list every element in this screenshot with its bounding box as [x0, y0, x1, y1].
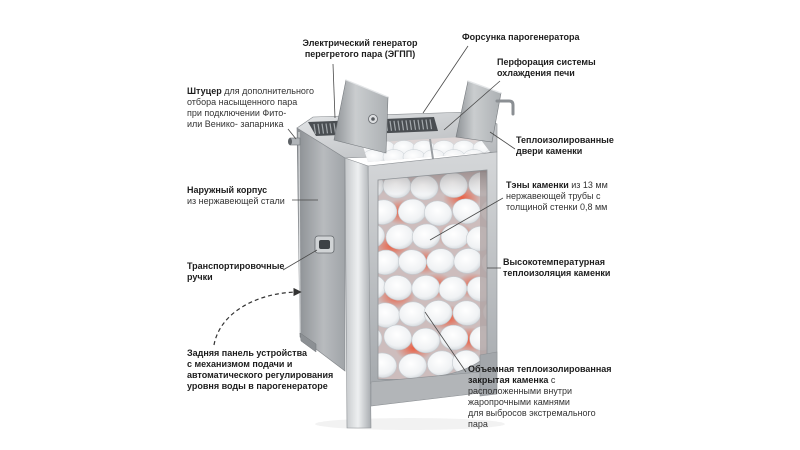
callout-nozzle: Форсунка парогенератора — [462, 32, 580, 43]
front-left-corner-leg — [344, 157, 372, 429]
leader-lines — [213, 45, 516, 373]
callout-doors-title: Теплоизолированные двери каменки — [516, 135, 614, 156]
steam-nozzle — [495, 99, 515, 116]
front-right-leg — [479, 351, 498, 397]
callout-steam-fitting-text: для дополнительного отбора насыщенного п… — [187, 86, 315, 129]
stone — [398, 301, 428, 327]
callout-nozzle-title: Форсунка парогенератора — [462, 32, 580, 42]
stone — [423, 300, 453, 326]
callout-back-panel: Задняя панель устройства с механизмом по… — [187, 348, 333, 392]
callout-heating-elements: Тэны каменки из 13 мм нержавеющей трубы … — [506, 180, 608, 213]
grille-slot — [425, 119, 429, 130]
left-door — [333, 79, 389, 154]
callout-stone-chamber-text: с расположенными внутри жаропрочными кам… — [468, 375, 596, 429]
callout-steam-fitting-title: Штуцер — [187, 86, 222, 96]
right-door-edge — [467, 80, 502, 94]
callout-steam-fitting: Штуцер для дополнительного отбора насыще… — [187, 86, 314, 130]
callout-doors: Теплоизолированные двери каменки — [516, 135, 614, 157]
callout-heating-elements-title: Тэны каменки — [506, 180, 569, 190]
leader-line-stone-chamber — [424, 311, 467, 373]
grille-slot — [401, 120, 405, 131]
callout-handles-title: Транспортировочные ручки — [187, 261, 285, 282]
callout-body-title: Наружный корпус — [187, 185, 268, 195]
side-edge-highlight — [298, 131, 301, 334]
transport-handle — [314, 235, 335, 254]
stone — [411, 223, 441, 249]
left-door-edge — [345, 79, 389, 98]
steam-fitting — [288, 137, 301, 146]
callout-body: Наружный корпус из нержавеющей стали — [187, 185, 285, 207]
leader-line-handles — [282, 249, 318, 271]
callout-steam-generator: Электрический генератор перегретого пара… — [296, 38, 424, 60]
grille-slot — [389, 120, 393, 131]
grille-slot — [397, 120, 401, 131]
leader-line-heating-elements — [429, 197, 504, 241]
callout-perforation: Перфорация системы охлаждения печи — [497, 57, 596, 79]
callout-heating-elements-text: из 13 мм нержавеющей трубы с толщиной ст… — [506, 180, 608, 212]
callout-perforation-title: Перфорация системы охлаждения печи — [497, 57, 596, 78]
grille-slot — [317, 123, 321, 134]
callout-back-panel-title: Задняя панель устройства с механизмом по… — [187, 348, 334, 391]
callout-body-text: из нержавеющей стали — [187, 196, 285, 206]
grille-slot — [405, 120, 409, 131]
callout-insulation: Высокотемпературная теплоизоляция каменк… — [503, 257, 610, 279]
stone-chamber-cutaway — [378, 170, 487, 380]
stone — [411, 327, 441, 354]
dashed-arrow-back-panel — [213, 287, 302, 346]
grille-slot — [417, 119, 421, 130]
leader-line-nozzle — [422, 45, 469, 114]
callout-stone-chamber: Объемная теплоизолированная закрытая кам… — [468, 364, 612, 430]
grille-slot — [313, 123, 317, 134]
door-knob — [368, 114, 378, 124]
stone — [378, 325, 383, 352]
stone — [378, 223, 385, 249]
grille-slot — [325, 123, 329, 134]
grille-slot — [333, 123, 337, 134]
stone — [378, 199, 398, 225]
callout-handles: Транспортировочные ручки — [187, 261, 284, 283]
stone — [438, 276, 468, 302]
stone — [398, 249, 427, 275]
back-left-leg — [299, 332, 317, 353]
leader-line-fitting — [287, 128, 297, 140]
callout-steam-generator-title: Электрический генератор перегретого пара… — [302, 38, 418, 59]
grille-slot — [329, 123, 333, 134]
stone — [423, 200, 453, 227]
top-divider — [429, 138, 434, 160]
grille-slot — [321, 123, 325, 134]
grille-slot — [421, 119, 425, 130]
leader-line-perforation — [443, 80, 501, 131]
stone — [378, 352, 397, 378]
chamber-insulation-wall — [480, 170, 487, 372]
leader-line-doors — [489, 131, 516, 150]
stone — [383, 324, 412, 351]
grille-slot — [409, 120, 413, 130]
leader-line-steam-generator — [332, 63, 336, 119]
grille-slot — [393, 120, 397, 131]
grille-slot — [429, 119, 433, 130]
grille-slot — [413, 119, 417, 130]
callout-insulation-title: Высокотемпературная теплоизоляция каменк… — [503, 257, 611, 278]
callout-stone-chamber-title: Объемная теплоизолированная закрытая кам… — [468, 364, 612, 385]
